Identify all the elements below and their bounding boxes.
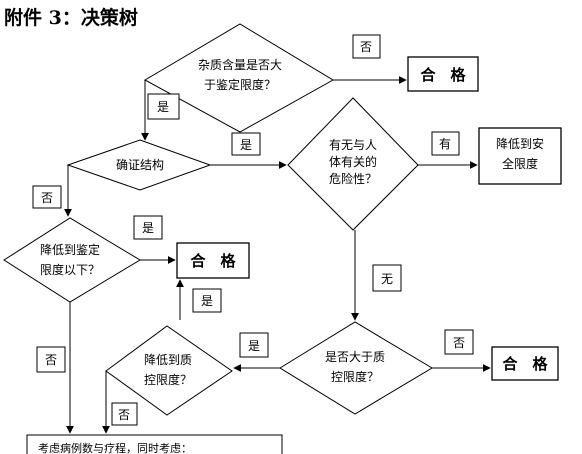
edge-label-no-right: 否 — [453, 336, 465, 350]
result-pass-right-label: 合 格 — [501, 355, 548, 373]
decision-reduce-to-qualification-limit — [105, 325, 233, 416]
edge-label-no-top: 否 — [360, 40, 372, 54]
edge-label-none: 无 — [381, 272, 393, 286]
decision-hazard-line-2: 体有关的 — [329, 154, 377, 169]
edge-label-yes-reduce-box — [133, 215, 163, 240]
result-pass-top-box — [407, 56, 479, 92]
edge-label-yes-structure-box — [147, 93, 180, 120]
edge-label-yes-reduce: 是 — [142, 221, 154, 235]
decision-impurity-line-2: 于鉴定限度？ — [204, 77, 276, 92]
edge-label-no-left: 否 — [41, 191, 53, 205]
decision-reduce-ident-line-2: 限度以下？ — [40, 262, 100, 277]
result-reduce-safe-line-1: 降低到安 — [496, 136, 544, 151]
edge-label-no-far-left-box — [36, 346, 66, 373]
edge-label-no-bottom-box — [111, 402, 138, 426]
result-consider-cases-box — [26, 434, 283, 454]
decision-exceeds-qual-line-2: 控限度？ — [331, 369, 379, 384]
page-heading: 附件 3：决策树 — [4, 6, 138, 29]
edge-label-no-bottom: 否 — [118, 408, 130, 422]
decision-exceeds-qualification-limit — [279, 321, 433, 415]
edge-label-yes-reduce-qual-box — [239, 332, 269, 358]
decision-reduce-qual-line-2: 控限度？ — [144, 372, 192, 387]
result-pass-middle-box — [176, 242, 250, 279]
decision-exceeds-qual-line-1: 是否大于质 — [325, 350, 385, 364]
edge-label-has: 有 — [439, 137, 451, 151]
edge-label-yes-below-box — [192, 288, 222, 313]
decision-reduce-to-identification-limit — [3, 217, 141, 303]
edge-label-yes-hazard-box — [231, 132, 261, 156]
edge-label-yes-below: 是 — [201, 294, 213, 308]
result-pass-right-box — [491, 346, 559, 381]
decision-reduce-qual-line-1: 降低到质 — [144, 353, 192, 367]
edge-label-none-box — [372, 264, 402, 292]
edge-label-has-box — [431, 131, 460, 156]
edge-label-no-right-box — [444, 329, 474, 355]
decision-hazard-line-3: 危险性？ — [329, 171, 377, 186]
edge-label-no-left-box — [32, 185, 62, 209]
decision-impurity-line-1: 杂质含量是否大 — [198, 57, 282, 72]
decision-reduce-ident-line-1: 降低到鉴定 — [40, 242, 100, 257]
decision-hazard-line-1: 有无与人 — [329, 138, 377, 152]
result-pass-middle-label: 合 格 — [189, 252, 236, 270]
edge-label-no-far-left: 否 — [45, 353, 57, 367]
result-consider-cases-label: 考虑病例数与疗程，同时考虑： — [38, 441, 192, 454]
result-reduce-safe-box — [478, 127, 562, 185]
decision-structure-label: 确证结构 — [116, 157, 164, 172]
result-reduce-safe-line-2: 全限度 — [502, 156, 538, 171]
result-pass-top-label: 合 格 — [419, 66, 466, 84]
edge-label-yes-hazard: 是 — [240, 138, 252, 152]
edge-label-no-top-box — [352, 34, 381, 59]
edge-label-yes-reduce-qual: 是 — [248, 339, 260, 353]
edge-label-yes-structure: 是 — [157, 100, 169, 114]
